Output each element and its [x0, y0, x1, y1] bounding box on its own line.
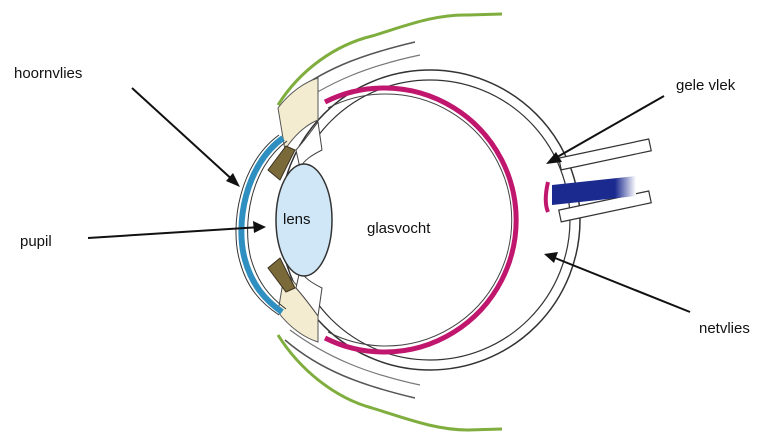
arrow-cornea — [132, 88, 240, 187]
optic-nerve-sheath-top — [559, 139, 651, 170]
label-retina: netvlies — [699, 320, 750, 337]
label-cornea: hoornvlies — [14, 65, 82, 82]
optic-nerve-head — [546, 182, 548, 212]
label-pupil: pupil — [20, 233, 52, 250]
label-macula: gele vlek — [676, 77, 736, 94]
label-vitreous: glasvocht — [367, 220, 431, 237]
label-lens: lens — [283, 211, 311, 228]
